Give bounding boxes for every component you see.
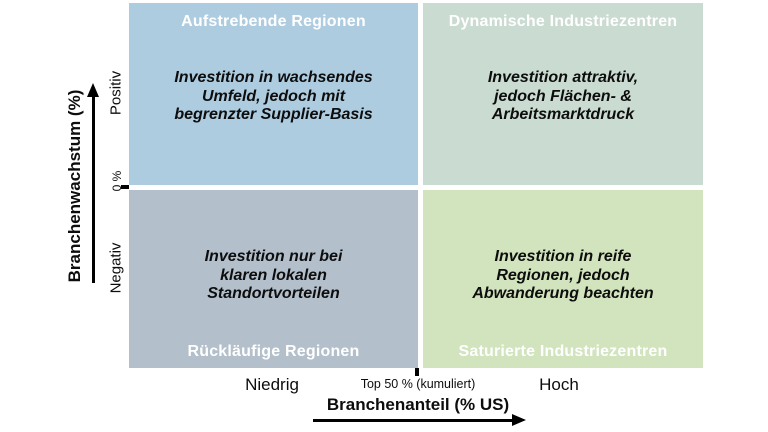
x-axis-arrowhead-icon [512, 414, 526, 426]
y-axis-arrowhead-icon [87, 83, 99, 97]
y-axis-zero-tick [121, 185, 129, 189]
x-axis-title: Branchenanteil (% US) [326, 395, 510, 414]
quadrant-bottom-right-title: Saturierte Industriezentren [458, 343, 668, 360]
x-axis-label-hoch: Hoch [539, 375, 579, 394]
x-axis-label-top50: Top 50 % (kumuliert) [360, 377, 476, 391]
y-axis-label-positiv: Positiv [107, 70, 125, 116]
y-axis-arrow-shaft [92, 95, 95, 283]
quadrant-top-left-body: Investition in wachsendes Umfeld, jedoch… [174, 69, 373, 124]
quadrant-top-right-body: Investition attraktiv, jedoch Flächen- &… [487, 69, 639, 124]
quadrant-top-right: Dynamische Industriezentren Investition … [423, 3, 703, 185]
quadrant-bottom-right-body: Investition in reife Regionen, jedoch Ab… [472, 248, 654, 303]
quadrant-top-left-title: Aufstrebende Regionen [181, 13, 366, 30]
x-axis-mid-tick [415, 368, 419, 376]
quadrant-top-right-title: Dynamische Industriezentren [448, 13, 678, 30]
quadrant-top-left: Aufstrebende Regionen Investition in wac… [129, 3, 418, 185]
quadrant-bottom-right: Investition in reife Regionen, jedoch Ab… [423, 190, 703, 368]
y-axis-label-negativ: Negativ [107, 242, 125, 294]
quadrant-bottom-left-title: Rückläufige Regionen [187, 343, 360, 360]
y-axis-title: Branchenwachstum (%) [65, 89, 84, 283]
x-axis-arrow-shaft [313, 419, 513, 422]
quadrant-bottom-left: Investition nur bei klaren lokalen Stand… [129, 190, 418, 368]
x-axis-label-niedrig: Niedrig [245, 375, 299, 394]
quadrant-bottom-left-body: Investition nur bei klaren lokalen Stand… [204, 248, 343, 303]
